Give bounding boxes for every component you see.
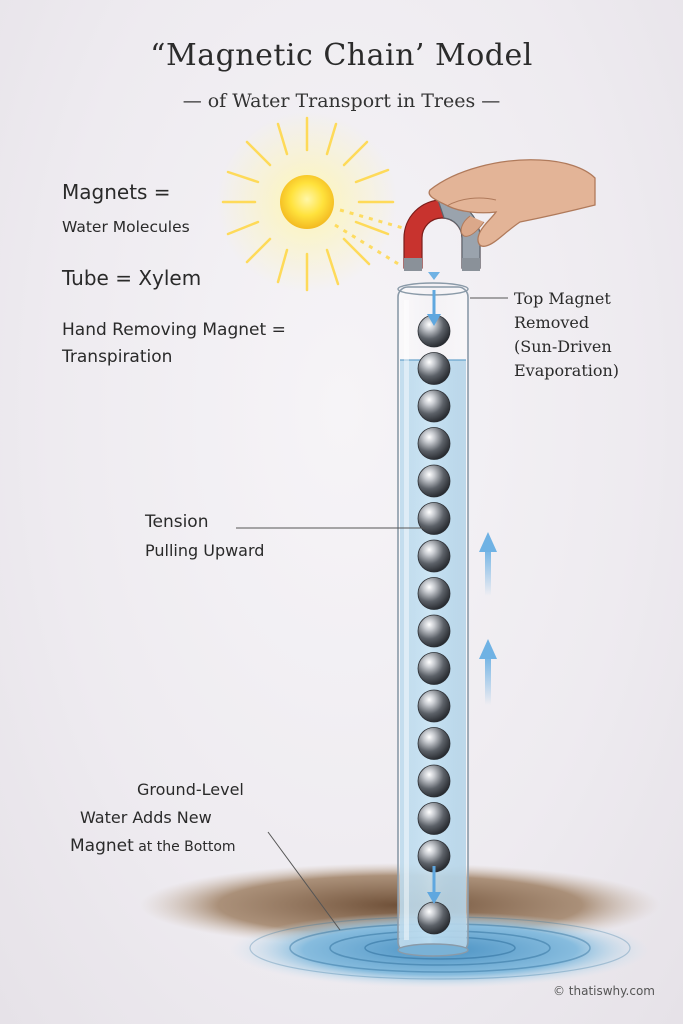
arrow-up-icon — [479, 639, 497, 705]
page-subtitle: — of Water Transport in Trees — — [182, 90, 501, 112]
callout-ground-rest: at the Bottom — [133, 839, 236, 855]
magnet-ball — [417, 577, 451, 610]
callout-top-line2: Removed — [514, 313, 590, 332]
callout-top-magnet: Top Magnet Removed (Sun-Driven Evaporati… — [514, 287, 619, 383]
magnet-ball — [417, 427, 451, 460]
callout-ground-line3: Magnet at the Bottom — [70, 836, 236, 856]
legend-hand-line2: Transpiration — [62, 347, 173, 367]
magnet-ball — [417, 502, 451, 535]
magnet-ball — [417, 802, 451, 835]
callout-tension-line2: Pulling Upward — [145, 541, 265, 560]
magnet-ball — [417, 764, 451, 798]
callout-top-line4: Evaporation) — [514, 361, 620, 380]
sun-icon — [217, 112, 411, 292]
callout-tension-line1: Tension — [145, 512, 209, 532]
magnet-ball — [417, 901, 451, 935]
callout-ground-bold: Magnet — [70, 836, 134, 856]
magnet-ball — [417, 464, 451, 498]
callout-top-line3: (Sun-Driven — [514, 337, 612, 356]
callout-ground-line1: Ground-Level — [137, 780, 244, 799]
arrow-up-icon — [479, 532, 497, 596]
callout-top-line1: Top Magnet — [514, 289, 611, 308]
magnet-ball — [417, 689, 451, 723]
magnet-ball — [417, 614, 451, 648]
legend-magnets-label: Magnets = — [62, 180, 171, 204]
legend-hand-line1: Hand Removing Magnet = — [62, 320, 286, 340]
legend-magnets-value: Water Molecules — [62, 218, 190, 236]
copyright: © thatiswhy.com — [552, 984, 655, 998]
magnet-ball — [417, 727, 451, 760]
magnet-ball — [417, 539, 451, 573]
legend-tube: Tube = Xylem — [62, 266, 202, 290]
magnet-ball — [417, 389, 451, 423]
water-molecule-chain — [417, 314, 451, 935]
magnet-ball — [417, 652, 451, 685]
arrow-down-icon — [427, 290, 441, 326]
callout-ground-line2: Water Adds New — [80, 808, 212, 827]
magnet-ball — [417, 352, 451, 385]
arrow-down-icon — [427, 866, 441, 904]
leader-lines — [236, 297, 508, 931]
hand-icon — [428, 159, 596, 247]
page-title: “Magnetic Chain’ Model — [150, 38, 533, 73]
